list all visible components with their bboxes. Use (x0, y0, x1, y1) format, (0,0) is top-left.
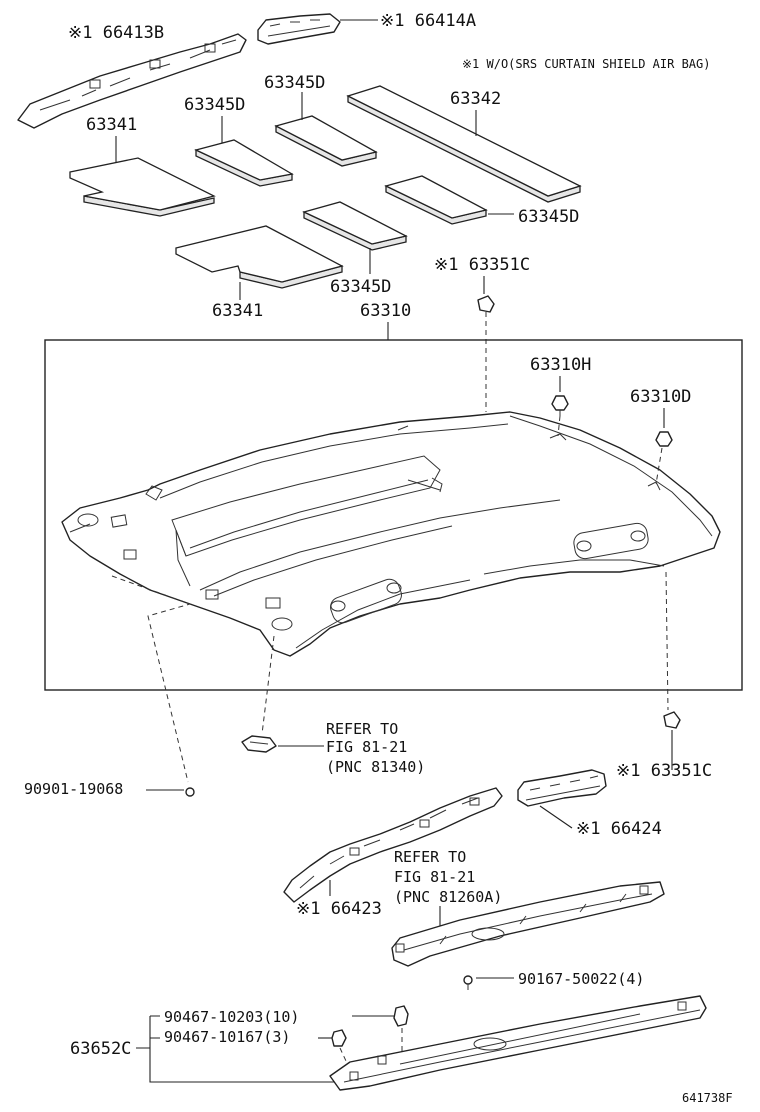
label-63310H: 63310H (530, 355, 591, 375)
label-90467-b: 90467-10167(3) (164, 1028, 290, 1046)
refer-81260A-line2: FIG 81-21 (394, 868, 475, 886)
label-63351C-top: ※1 63351C (434, 255, 530, 275)
pad-63345D-a[interactable] (194, 139, 294, 187)
label-63341-upper: 63341 (86, 115, 137, 135)
part-pnc-81340[interactable] (241, 735, 277, 753)
refer-81260A-line1: REFER TO (394, 848, 466, 866)
dash-63310D (655, 447, 663, 485)
screw-90167[interactable] (463, 975, 473, 990)
label-66424: ※1 66424 (576, 819, 662, 839)
label-90167: 90167-50022(4) (518, 970, 644, 988)
dash-refer-81340 (261, 635, 275, 735)
label-63652C: 63652C (70, 1039, 131, 1059)
label-63351C-bottom: ※1 63351C (616, 761, 712, 781)
bracket-63652C (136, 1015, 336, 1083)
part-pnc-81260A-console[interactable] (391, 881, 665, 967)
screw-90901[interactable] (185, 787, 195, 797)
part-66414A-clip[interactable] (257, 13, 341, 45)
pad-63345D-d[interactable] (302, 201, 408, 251)
part-66424-clip[interactable] (517, 769, 607, 807)
pad-63345D-c[interactable] (384, 175, 488, 225)
label-63310D: 63310D (630, 387, 691, 407)
dash-90901 (111, 575, 192, 783)
headliner-63310[interactable] (61, 411, 721, 657)
clip-63310D[interactable] (655, 431, 673, 447)
dash-90467-b (339, 1047, 353, 1075)
clip-90467-10203[interactable] (393, 1005, 409, 1027)
label-66413B: ※1 66413B (68, 23, 164, 43)
figure-id: 641738F (682, 1091, 733, 1105)
label-63345D-d: 63345D (330, 277, 391, 297)
headliner-frame (44, 339, 743, 691)
clip-63351C-top[interactable] (477, 295, 495, 313)
label-63345D-a: 63345D (184, 95, 245, 115)
clip-63351C-bottom[interactable] (663, 711, 681, 729)
refer-81260A-line3: (PNC 81260A) (394, 888, 502, 906)
pad-63345D-b[interactable] (274, 115, 378, 167)
pad-63342[interactable] (346, 85, 582, 203)
leader-66424 (539, 805, 573, 829)
part-66413B-clip-strip[interactable] (17, 33, 247, 129)
part-66423-clip-strip[interactable] (283, 787, 503, 903)
label-90901: 90901-19068 (24, 780, 123, 798)
label-63310: 63310 (360, 301, 411, 321)
dash-63351C-bottom (665, 571, 669, 711)
clip-63310H[interactable] (551, 395, 569, 416)
label-63345D-c: 63345D (518, 207, 579, 227)
part-63652C-rail[interactable] (329, 995, 707, 1091)
note-airbag: ※1 W/O(SRS CURTAIN SHIELD AIR BAG) (462, 57, 710, 71)
refer-81340-line1: REFER TO (326, 720, 398, 738)
refer-81340-line3: (PNC 81340) (326, 758, 425, 776)
dash-63310H (557, 415, 561, 437)
refer-81340-line2: FIG 81-21 (326, 738, 407, 756)
label-66423: ※1 66423 (296, 899, 382, 919)
pad-63341-lower[interactable] (175, 225, 344, 289)
label-90467-a: 90467-10203(10) (164, 1008, 299, 1026)
label-63342: 63342 (450, 89, 501, 109)
clip-90467-10167[interactable] (331, 1029, 347, 1047)
label-63341-lower: 63341 (212, 301, 263, 321)
label-63345D-b: 63345D (264, 73, 325, 93)
pad-63341-upper[interactable] (69, 157, 216, 217)
label-66414A: ※1 66414A (380, 11, 476, 31)
